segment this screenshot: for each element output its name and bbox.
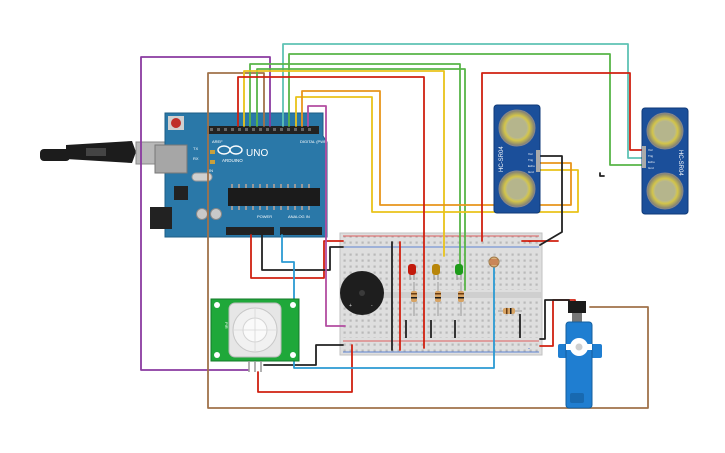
rx-label: RX [193,156,199,161]
wire-black-ultrasonic[interactable] [536,155,563,246]
wire-magenta[interactable] [307,105,346,327]
wire-yellow-ultrasonic[interactable] [295,96,579,213]
wire-red-led[interactable] [237,76,425,349]
ultrasonic-1-label: HC-SR04 [499,146,505,172]
photoresistor [488,256,500,268]
resistors [411,282,522,316]
ultrasonic-2-label: HC-SR04 [677,150,683,176]
resistor [435,282,441,316]
analog-header-label: ANALOG IN [288,214,310,219]
wire-red-ultrasonic[interactable] [481,72,646,242]
breadboard-jumpers [405,314,521,338]
pir-sensor: PIR [210,298,300,372]
us1-pin-trig: Trig [528,158,533,162]
ultrasonic-sensor-1: HC-SR04 Vcc Trig Echo Gnd [493,104,541,214]
board-model: UNO [246,148,268,159]
wire-teal[interactable] [282,43,646,159]
digital-header-label: DIGITAL (PWM~) [300,139,332,144]
pir-label: PIR [224,322,229,329]
us1-pin-gnd: Gnd [528,170,534,174]
aref-label: AREF [212,139,223,144]
wire-black-gnd[interactable] [261,234,344,271]
wire-black-servo[interactable] [539,299,570,340]
us2-pin-vcc: Vcc [648,148,654,152]
arduino-uno-board: DIGITAL (PWM~) AREF UNO ARDUINO TX RX ON [150,112,332,238]
buzzer-plus-label: + [349,303,352,309]
reset-button[interactable] [171,118,181,128]
buzzer-minus-label: - [371,303,373,309]
resistor [498,308,522,314]
tx-label: TX [193,146,198,151]
wire-brown[interactable] [207,72,649,409]
rail-plus-label: + [528,240,532,246]
wire-green[interactable] [256,68,466,291]
us2-pin-gnd: Gnd [648,166,654,170]
board-brand: ARDUINO [222,158,243,163]
led-red [408,264,416,280]
ultrasonic-sensor-2: HC-SR04 Vcc Trig Echo Gnd [641,107,689,215]
wire-black-pir[interactable] [263,344,344,366]
servo-motor [558,301,602,409]
usb-cable [40,141,167,165]
us2-pin-echo: Echo [648,160,655,164]
resistor [411,282,417,316]
us1-pin-vcc: Vcc [528,152,534,156]
microcontroller-chip [228,188,320,206]
led-green [455,264,463,280]
us1-pin-echo: Echo [528,164,535,168]
wire-yellow-led[interactable] [243,70,445,257]
resistor [458,282,464,316]
wire-green-ultrasonic[interactable] [288,53,646,166]
led-yellow [432,264,440,280]
us2-pin-trig: Trig [648,154,653,158]
on-label: ON [207,168,213,173]
power-header-label: POWER [257,214,272,219]
wires [140,43,649,409]
wire-purple[interactable] [140,56,271,371]
wire-orange[interactable] [301,90,572,206]
piezo-buzzer: + - [340,271,384,315]
wire-red-5v[interactable] [250,234,344,279]
wire-green-led[interactable] [249,63,461,273]
rail-minus-label: - [528,346,530,352]
